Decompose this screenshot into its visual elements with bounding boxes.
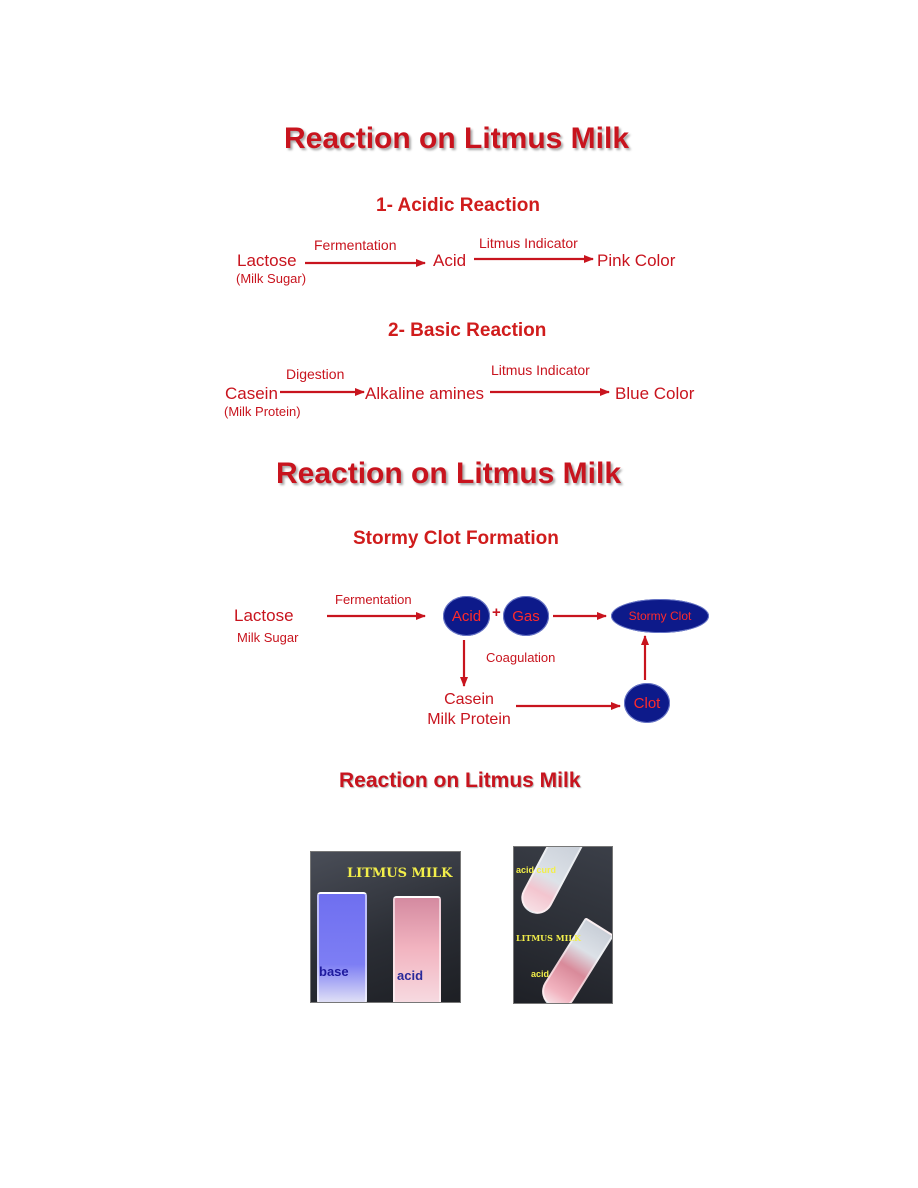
stormy-clot-heading: Stormy Clot Formation — [353, 528, 559, 549]
basic-middle-alkaline-amines: Alkaline amines — [365, 384, 485, 403]
acid-curd-tube — [515, 847, 585, 920]
acidic-reaction-heading: 1- Acidic Reaction — [376, 195, 541, 216]
basic-step-digestion: Digestion — [286, 366, 345, 382]
clot-node: Clot — [624, 683, 670, 723]
acidic-start-lactose: Lactose — [237, 251, 297, 270]
photo1-base-label: base — [319, 964, 349, 979]
photo2-acid-label: acid — [531, 969, 550, 979]
stormy-clot-node: Stormy Clot — [611, 599, 709, 633]
basic-start-note: (Milk Protein) — [224, 404, 301, 419]
acid-node-label: Acid — [451, 607, 482, 625]
casein-note: Milk Protein — [427, 711, 511, 728]
photo2-caption: LITMUS MILK — [516, 933, 581, 943]
acidic-start-note: (Milk Sugar) — [236, 271, 307, 286]
litmus-milk-photo-2: acid curd LITMUS MILK acid — [513, 846, 613, 1004]
acidic-step-fermentation: Fermentation — [314, 237, 397, 253]
coagulation-label: Coagulation — [486, 650, 556, 665]
acidic-step-litmus-indicator: Litmus Indicator — [479, 235, 578, 251]
gas-node: Gas — [503, 596, 549, 636]
acid-node: Acid — [443, 596, 490, 636]
photo1-acid-label: acid — [397, 968, 424, 983]
stormy-start-lactose: Lactose — [234, 606, 294, 625]
acid-tube-2 — [535, 917, 612, 1003]
acid-tube — [393, 896, 441, 1002]
basic-end-blue-color: Blue Color — [615, 384, 695, 403]
plus-sign: + — [492, 604, 501, 621]
section3-title: Reaction on Litmus Milk — [339, 769, 581, 792]
photo2-acid-curd-label: acid curd — [516, 865, 557, 875]
section2-title: Reaction on Litmus Milk — [276, 457, 622, 490]
clot-node-label: Clot — [633, 694, 661, 712]
section1-title: Reaction on Litmus Milk — [284, 122, 630, 155]
stormy-clot-node-label: Stormy Clot — [628, 609, 692, 623]
basic-reaction-heading: 2- Basic Reaction — [388, 320, 547, 341]
basic-step-litmus-indicator: Litmus Indicator — [491, 362, 590, 378]
acidic-end-pink-color: Pink Color — [597, 251, 676, 270]
stormy-start-note: Milk Sugar — [237, 630, 299, 645]
casein-label: Casein — [444, 691, 494, 708]
acidic-middle-acid: Acid — [433, 251, 467, 270]
base-tube — [317, 892, 367, 1002]
gas-node-label: Gas — [512, 607, 540, 625]
litmus-milk-photo-1: LITMUS MILK base acid — [310, 851, 461, 1003]
photo1-caption: LITMUS MILK — [347, 866, 453, 881]
stormy-step-fermentation: Fermentation — [335, 592, 412, 607]
basic-start-casein: Casein — [225, 384, 278, 403]
